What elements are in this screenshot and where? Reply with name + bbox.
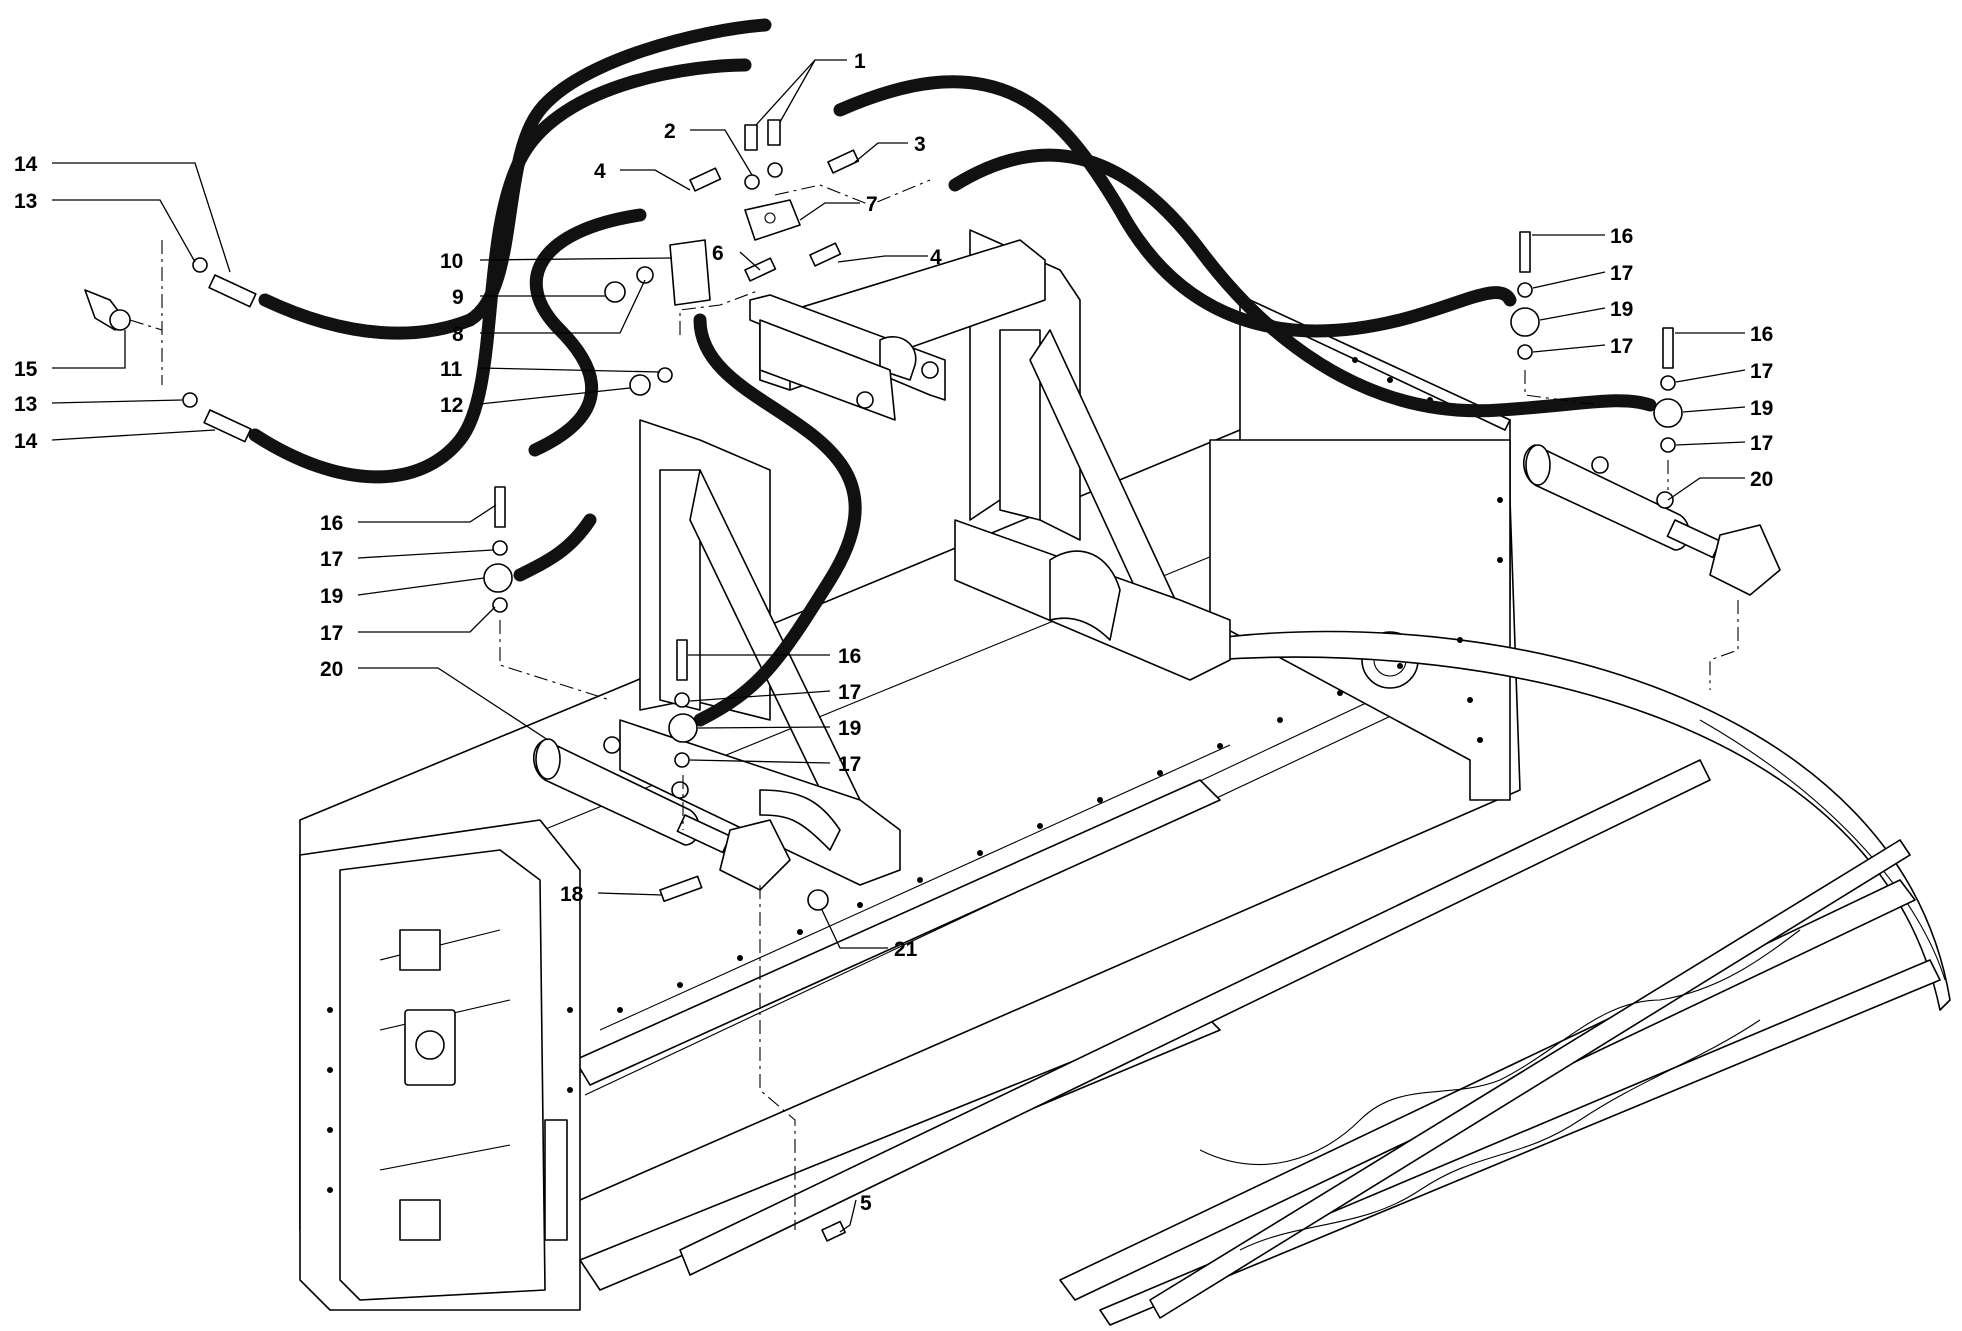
callout-10: 10 xyxy=(440,250,463,273)
callout-17-left-b: 17 xyxy=(320,622,343,645)
callout-1: 1 xyxy=(854,50,866,73)
bolt-holes xyxy=(327,357,1503,1193)
callout-12: 12 xyxy=(440,394,463,417)
callout-4-left: 4 xyxy=(594,160,606,183)
callout-14-bottom: 14 xyxy=(14,430,38,453)
callout-7: 7 xyxy=(866,193,878,216)
callout-9: 9 xyxy=(452,286,464,309)
callout-17-right-d: 17 xyxy=(1750,432,1773,455)
callout-5: 5 xyxy=(860,1192,872,1215)
callout-18: 18 xyxy=(560,883,584,906)
callout-17-center-b: 17 xyxy=(838,753,861,776)
callout-13-bottom: 13 xyxy=(14,393,37,416)
callout-17-right-b: 17 xyxy=(1610,335,1633,358)
callout-11: 11 xyxy=(440,358,463,381)
callout-4-right: 4 xyxy=(930,246,942,269)
callout-8: 8 xyxy=(452,323,464,346)
callouts: 1 2 3 4 4 5 6 7 8 9 10 11 12 xyxy=(14,50,1773,1233)
callout-19-center: 19 xyxy=(838,717,861,740)
mast-frame xyxy=(619,229,1231,886)
callout-17-right-a: 17 xyxy=(1610,262,1633,285)
hydraulic-cylinder-left xyxy=(532,736,791,891)
callout-6: 6 xyxy=(712,242,724,265)
callout-16-right-top: 16 xyxy=(1610,225,1633,248)
callout-20-right: 20 xyxy=(1750,468,1773,491)
machine-body xyxy=(299,299,1951,1326)
callout-19-right-b: 19 xyxy=(1750,397,1773,420)
fittings-and-fasteners xyxy=(84,119,1683,1242)
callout-16-right-mid: 16 xyxy=(1750,323,1773,346)
callout-21: 21 xyxy=(894,938,918,961)
hydraulic-hoses xyxy=(248,18,1657,727)
callout-20-left: 20 xyxy=(320,658,343,681)
callout-14-top: 14 xyxy=(14,153,38,176)
callout-17-right-c: 17 xyxy=(1750,360,1773,383)
callout-16-center: 16 xyxy=(838,645,861,668)
callout-16-left: 16 xyxy=(320,512,343,535)
callout-2: 2 xyxy=(664,120,676,143)
callout-3: 3 xyxy=(914,133,926,156)
callout-17-left-a: 17 xyxy=(320,548,343,571)
assembly-center-lines xyxy=(129,179,1739,1230)
callout-17-center-a: 17 xyxy=(838,681,861,704)
callout-15: 15 xyxy=(14,358,38,381)
callout-13-top: 13 xyxy=(14,190,37,213)
callout-19-left: 19 xyxy=(320,585,343,608)
callout-19-right-a: 19 xyxy=(1610,298,1633,321)
hydraulic-cylinder-right xyxy=(1522,444,1781,596)
